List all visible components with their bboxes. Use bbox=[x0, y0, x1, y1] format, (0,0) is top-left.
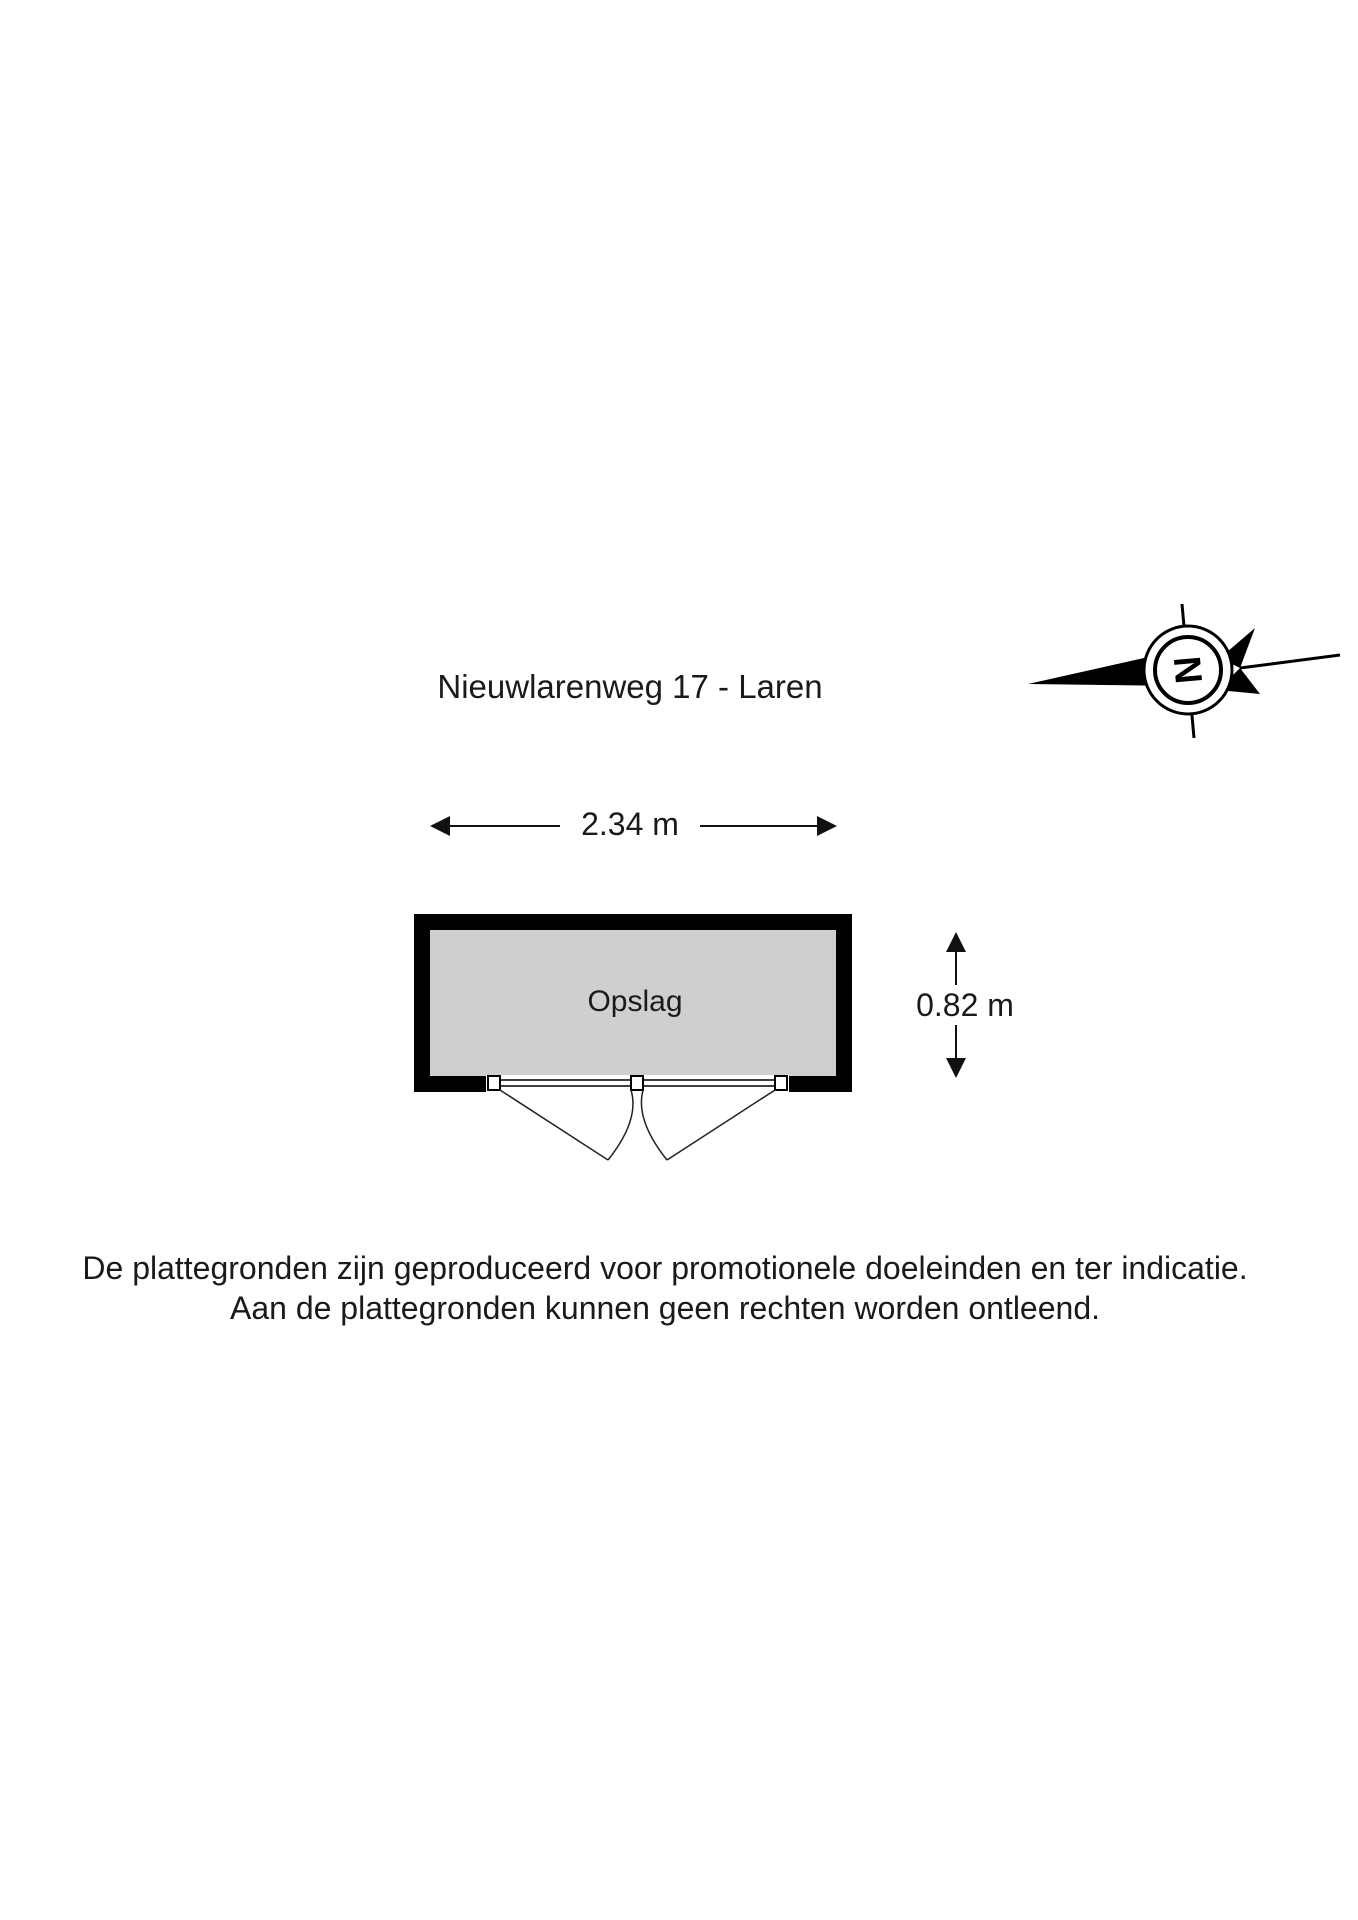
room-floor bbox=[430, 930, 836, 1076]
disclaimer-line-2: Aan de plattegronden kunnen geen rechten… bbox=[229, 1290, 1100, 1326]
page-title: Nieuwlarenweg 17 - Laren bbox=[437, 668, 823, 705]
disclaimer-line-1: De plattegronden zijn geproduceerd voor … bbox=[82, 1250, 1248, 1286]
compass-letter: N bbox=[1167, 654, 1211, 685]
double-door-swing bbox=[499, 1089, 776, 1161]
width-dimension-label: 2.34 m bbox=[560, 806, 700, 843]
disclaimer: De plattegronden zijn geproduceerd voor … bbox=[0, 1248, 1330, 1328]
north-arrow-icon: N bbox=[1028, 603, 1341, 739]
storage-room bbox=[414, 914, 852, 1093]
room-label: Opslag bbox=[587, 985, 683, 1018]
height-dimension-label: 0.82 m bbox=[900, 987, 1030, 1024]
